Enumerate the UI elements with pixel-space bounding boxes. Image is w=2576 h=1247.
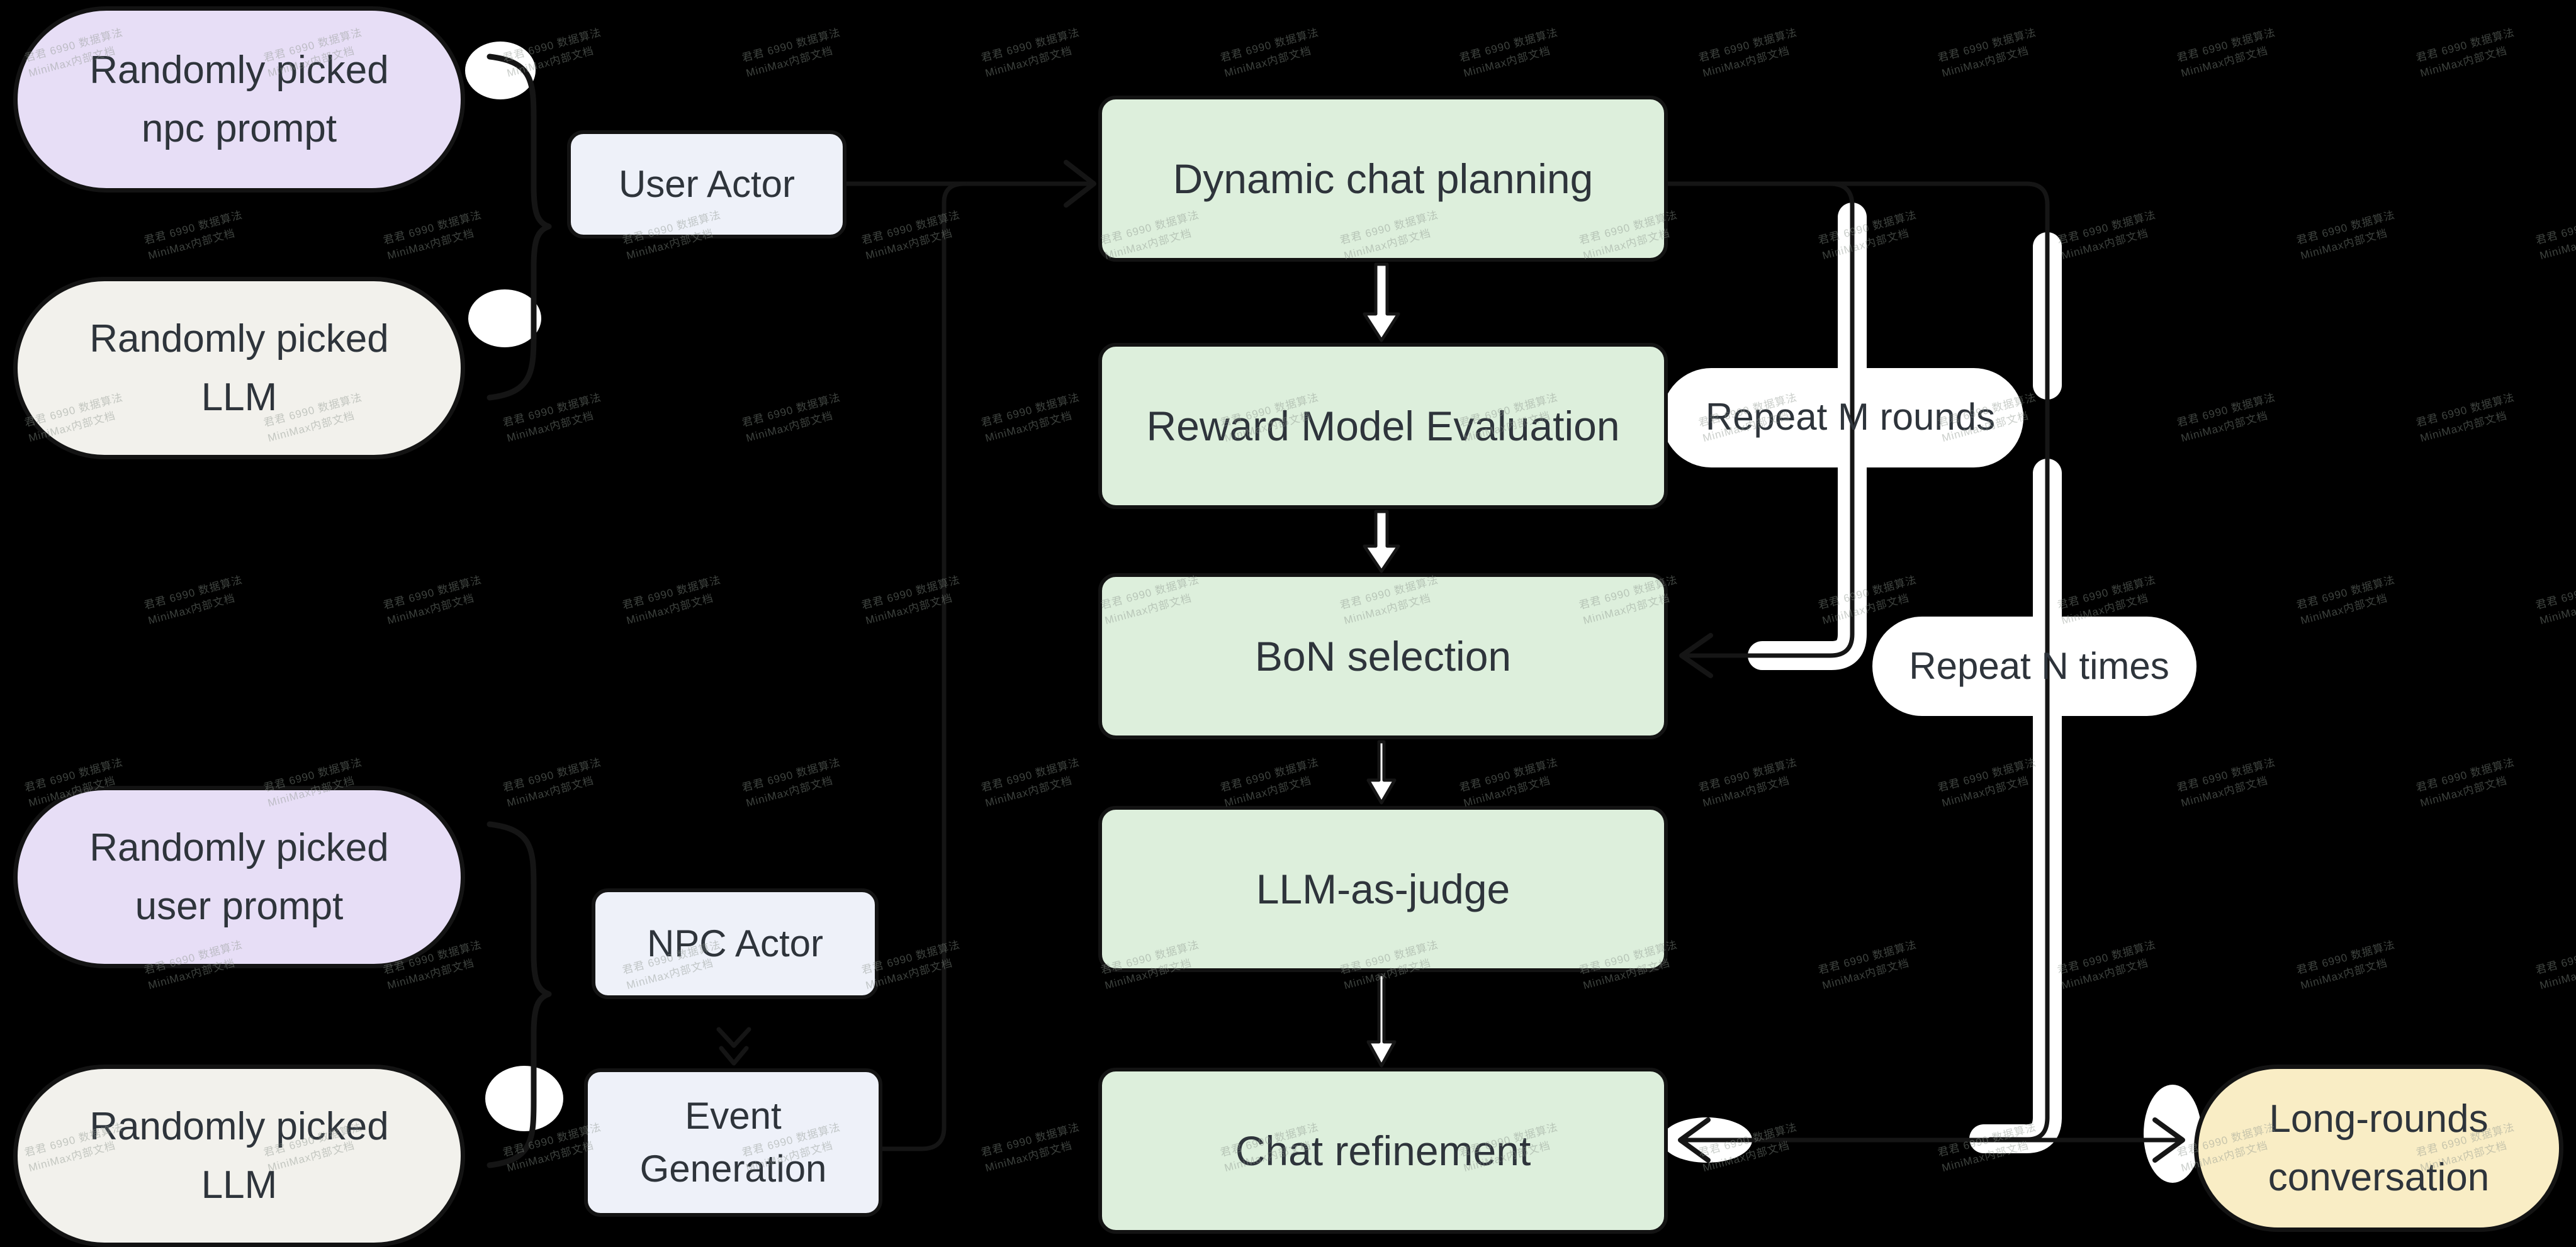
node-label-line: conversation [2268,1156,2490,1199]
highlight-n-loop-line-lower [1969,459,2062,1153]
block-arrows [1363,262,1400,1068]
flow-lines [487,53,2185,1168]
node-npc-actor: NPC Actor [592,888,879,999]
arrow-reward-to-bon-icon [1363,510,1400,573]
node-label-line: Randomly picked [89,317,389,361]
node-label: User Actor [618,163,796,205]
highlight-blob-brace-top-hook [465,42,536,99]
node-label-line: Generation [639,1148,827,1190]
node-label-line: user prompt [135,885,344,928]
brace-bottom-group-icon [487,821,552,1168]
brace-top-group-icon [487,53,552,401]
node-label: Dynamic chat planning [1173,155,1594,202]
node-label-line: Randomly picked [89,1105,389,1148]
node-label: Reward Model Evaluation [1146,403,1620,449]
node-bon-selection: BoN selection [1098,573,1668,739]
node-reward-model-evaluation: Reward Model Evaluation [1098,343,1668,509]
node-randomly-picked-user-prompt: Randomly picked user prompt [13,786,465,968]
node-label-line: npc prompt [141,107,337,150]
arrow-head2-npc-to-event-icon [719,1046,749,1066]
node-label: Chat refinement [1235,1127,1531,1174]
node-llm-as-judge: LLM-as-judge [1098,806,1668,972]
node-randomly-picked-llm-bottom: Randomly picked LLM [13,1065,465,1247]
node-event-generation: Event Generation [584,1068,882,1217]
node-dynamic-chat-planning: Dynamic chat planning [1098,96,1668,262]
node-user-actor: User Actor [567,130,846,238]
node-label-line: Long-rounds [2269,1097,2489,1141]
node-long-rounds-conversation: Long-rounds conversation [2194,1065,2563,1232]
arrow-head-into-refine-icon [1678,1117,1711,1163]
node-randomly-picked-npc-prompt: Randomly picked npc prompt [13,6,465,193]
node-label: BoN selection [1254,633,1512,679]
loop-label-repeat-m-rounds: Repeat M rounds [1705,396,1996,438]
arrow-head-into-bon-icon [1679,633,1713,678]
arrow-head-npc-to-event-icon [716,1027,751,1048]
node-randomly-picked-llm-top: Randomly picked LLM [13,277,465,459]
loop-label-repeat-n-times: Repeat N times [1909,645,2169,687]
node-label-line: Randomly picked [89,826,389,870]
arrow-head-into-planning-icon [1064,160,1096,208]
node-chat-refinement: Chat refinement [1098,1068,1668,1234]
highlight-blob-brace2-bottom-hook [485,1066,563,1131]
node-label-line: LLM [201,376,278,419]
node-label: NPC Actor [646,922,824,965]
node-label: LLM-as-judge [1256,866,1510,912]
arrow-planning-to-reward-icon [1363,262,1400,342]
highlight-blob-brace-bottom-hook [468,289,541,347]
arrow-bon-to-judge-icon [1366,740,1397,805]
arrow-head-into-output-icon [2152,1117,2185,1163]
line-event-generation-to-planning [880,181,967,1151]
node-label-line: Randomly picked [89,48,389,92]
arrow-judge-to-refine-icon [1366,973,1397,1068]
line-m-loop [1680,181,1855,658]
node-label-line: LLM [201,1163,278,1207]
node-label-line: Event [685,1095,782,1137]
